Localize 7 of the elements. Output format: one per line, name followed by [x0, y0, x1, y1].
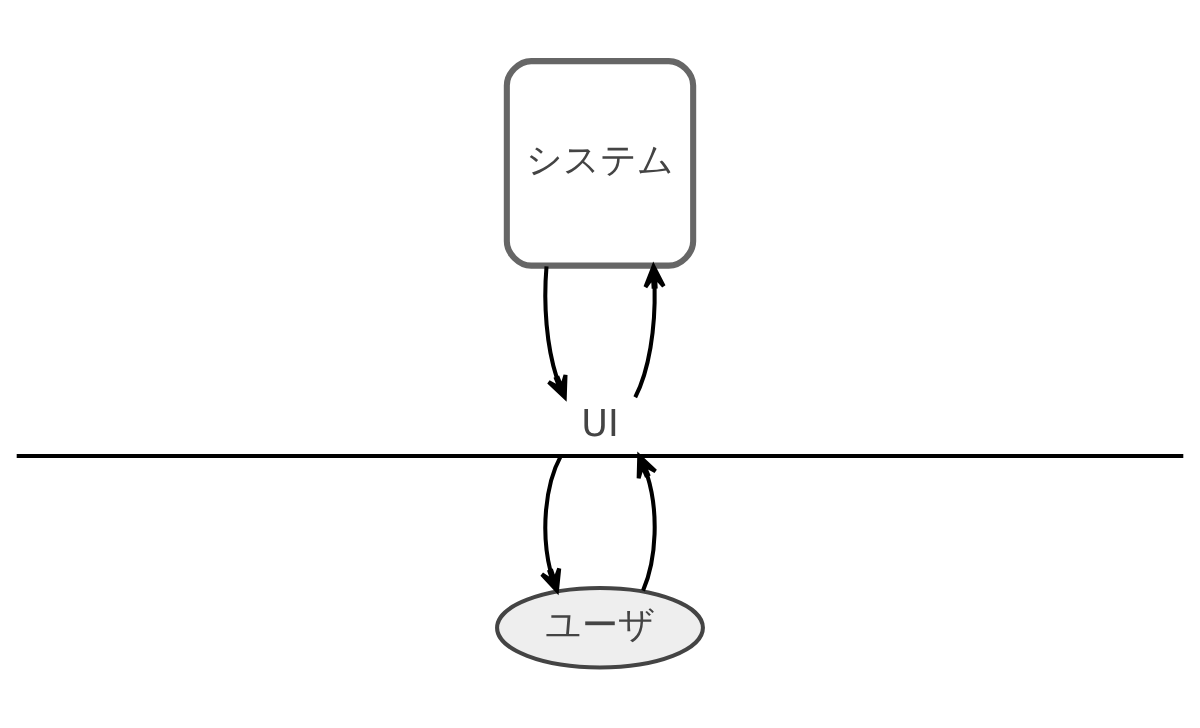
arrow: [636, 453, 658, 591]
arrow: [543, 265, 568, 399]
arrow: [539, 454, 563, 593]
node-box: システム: [503, 57, 697, 269]
node-ellipse: ユーザ: [495, 585, 705, 669]
node-text: UI: [581, 401, 619, 445]
arrow: [633, 263, 666, 398]
